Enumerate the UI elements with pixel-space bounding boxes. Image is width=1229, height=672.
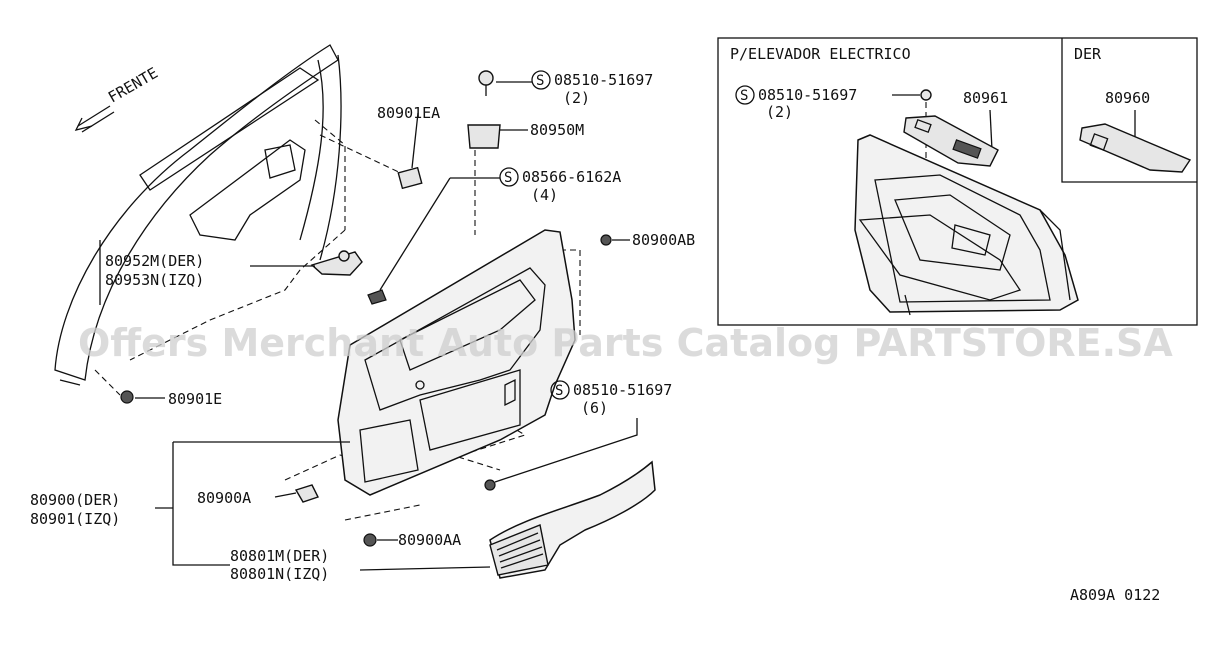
leader-lines: [135, 81, 638, 571]
label-screw-1-qty: (2): [563, 89, 590, 107]
inset-side-title: DER: [1074, 45, 1102, 63]
door-trim-panel: [337, 229, 576, 496]
inset-label-80960: 80960: [1105, 89, 1150, 107]
front-direction-arrow: FRENTE: [74, 64, 161, 133]
label-80900AB: 80900AB: [632, 231, 695, 249]
armrest-trim: [489, 460, 656, 579]
pocket-80950M: [467, 124, 501, 149]
bracket-80952M: [310, 251, 363, 276]
label-80900AA: 80900AA: [398, 531, 461, 549]
screw-lower-bracket: [367, 289, 387, 305]
inset-switch-80960: [1079, 123, 1192, 173]
part-labels: 80901EA S 08510-51697 (2) 80950M S 08566…: [30, 70, 1160, 604]
inset-screw-qty: (2): [766, 103, 793, 121]
screw-symbol-3: [550, 380, 570, 400]
inset-label-80961: 80961: [963, 89, 1008, 107]
label-80801M: 80801M(DER): [230, 547, 329, 565]
cap-80900A: [294, 484, 319, 503]
label-80901: 80901(IZQ): [30, 510, 120, 528]
clip-80901E: [120, 390, 134, 404]
svg-text:S: S: [555, 383, 563, 399]
screw-symbol-1: [531, 70, 551, 90]
label-80952M: 80952M(DER): [105, 252, 204, 270]
label-80900: 80900(DER): [30, 491, 120, 509]
screw-symbol-2: [499, 167, 519, 187]
inset-screw-number: 08510-51697: [758, 86, 857, 104]
svg-text:S: S: [504, 170, 512, 186]
label-screw-3: 08510-51697: [573, 381, 672, 399]
svg-text:S: S: [740, 88, 748, 104]
svg-text:S: S: [536, 73, 544, 89]
label-80950M: 80950M: [530, 121, 584, 139]
label-screw-3-qty: (6): [581, 399, 608, 417]
front-label: FRENTE: [105, 64, 161, 107]
screw-lower-right: [484, 479, 496, 491]
inset-title: P/ELEVADOR ELECTRICO: [730, 45, 911, 63]
clip-80901EA: [397, 166, 423, 190]
label-80901EA: 80901EA: [377, 104, 440, 122]
label-80953N: 80953N(IZQ): [105, 271, 204, 289]
watermark: Offers Merchant Auto Parts Catalog PARTS…: [78, 321, 1173, 365]
clip-80900AB: [600, 234, 612, 246]
label-screw-1: 08510-51697: [554, 71, 653, 89]
screw-top: [478, 70, 494, 86]
small-fittings: [120, 70, 612, 547]
diagram-code: A809A 0122: [1070, 586, 1160, 604]
inset-power-window: P/ELEVADOR ELECTRICO DER S 08510-51697 (…: [717, 37, 1198, 326]
label-screw-2: 08566-6162A: [522, 168, 621, 186]
inset-screw-symbol: [735, 85, 755, 105]
inset-door-panel: [854, 134, 1079, 313]
label-80801N: 80801N(IZQ): [230, 565, 329, 583]
label-screw-2-qty: (4): [531, 186, 558, 204]
clip-80900AA: [363, 533, 377, 547]
label-80901E: 80901E: [168, 390, 222, 408]
door-body-outline: [54, 44, 342, 386]
label-80900A: 80900A: [197, 489, 251, 507]
